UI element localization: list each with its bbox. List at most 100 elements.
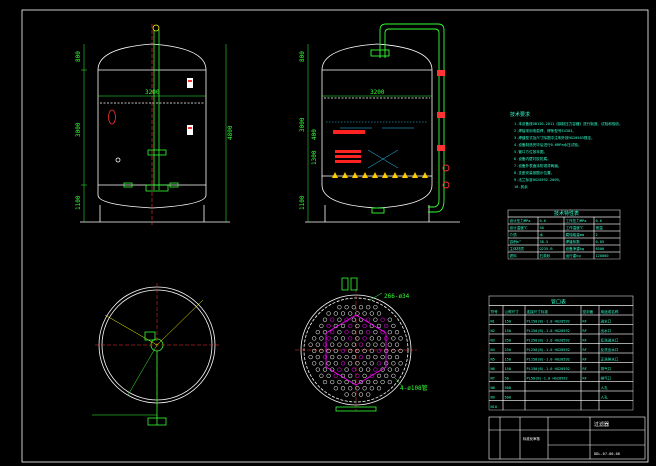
plate-hole <box>330 342 335 347</box>
plate-hole <box>340 361 346 366</box>
plate-hole <box>351 367 356 372</box>
plate-hole <box>376 336 382 341</box>
design-table-cell-text: 运行重kg <box>566 253 581 258</box>
plate-hole-label: 266-ø34 <box>384 293 410 300</box>
side-media-3 <box>335 160 361 163</box>
plate-view <box>295 277 417 412</box>
front-upper-flange <box>147 149 167 156</box>
front-view <box>80 43 230 223</box>
plate-hole <box>326 311 331 316</box>
plate-hex <box>325 314 387 386</box>
plate-hole <box>330 317 335 322</box>
plate-hole <box>366 317 371 322</box>
plate-hole <box>337 305 342 310</box>
design-table-cell-text: 常温 <box>596 225 604 230</box>
plate-hole <box>344 305 349 310</box>
side-bottom-strainer <box>342 172 348 178</box>
nozzle-table-cell-text: 排气口 <box>601 366 612 371</box>
plate-hole <box>348 348 353 354</box>
side-bottom-strainer <box>422 172 428 178</box>
plate-hole <box>362 361 367 366</box>
design-table-cell-text: 介质 <box>510 232 518 237</box>
plate-hole <box>376 311 382 316</box>
nozzle-table-cell-text: 250 <box>505 339 512 343</box>
design-table-cell-text: 焊缝系数 <box>566 239 581 244</box>
design-table-cell-text: 容积m³ <box>510 239 522 244</box>
plate-hole <box>351 392 356 397</box>
plate-hole <box>362 336 367 341</box>
plate-hole <box>369 311 374 316</box>
nozzle-table-cell-text: PL150(B)-1.0 HG20592 <box>527 320 570 324</box>
design-table-cell-text: 滤料 <box>510 253 518 258</box>
side-top-valve <box>370 49 390 57</box>
plate-hole <box>355 323 360 329</box>
side-dim-upper: 400 <box>311 129 318 140</box>
plate-hole <box>340 348 346 354</box>
plate-hole <box>391 323 396 329</box>
plate-hole <box>362 311 367 316</box>
tech-note-line: 5.管口方位按本图。 <box>514 150 548 154</box>
nozzle-table-cell-text: N6 <box>491 367 495 371</box>
plate-hole <box>330 354 335 360</box>
nozzle-table-cell-text: 人孔 <box>601 385 609 390</box>
plate-hole <box>394 330 400 335</box>
design-table-cell <box>593 230 621 239</box>
plate-hole <box>369 386 374 391</box>
plate-hole <box>362 386 367 391</box>
plate-hole <box>337 342 342 347</box>
tech-note-line: 4.设备制造完毕后进行0.6MPa水压试验。 <box>514 143 582 147</box>
plate-hole <box>394 367 400 372</box>
front-dim-middle: 3000 <box>75 122 82 137</box>
plate-hole <box>337 317 342 322</box>
plate-hole <box>369 361 374 366</box>
plate-hole <box>337 367 342 372</box>
plate-hole <box>376 323 382 329</box>
nozzle-table-cell-text: 正洗排水口 <box>601 357 619 362</box>
plate-hole <box>319 373 324 378</box>
side-shell <box>321 43 433 209</box>
plate-hole <box>358 305 364 310</box>
plate-hole <box>348 311 353 316</box>
plate-hole <box>373 379 378 385</box>
plate-hole <box>387 367 392 372</box>
plate-hole <box>358 392 364 397</box>
plate-hole <box>312 348 317 354</box>
plate-hole <box>373 317 378 322</box>
front-dims <box>81 44 227 222</box>
plan-bottom-flange <box>147 417 167 426</box>
plan-ray-3 <box>127 344 158 396</box>
side-bottom-flange <box>371 207 385 214</box>
plate-hole <box>322 342 328 347</box>
nozzle-table-cell-text: 排气口 <box>601 376 612 381</box>
plate-hole <box>391 361 396 366</box>
tech-note-line: 9.法兰标准HG20592-2009。 <box>514 178 563 182</box>
plate-hole <box>373 305 378 310</box>
title-block-frame <box>488 416 646 460</box>
tech-note-line: 2.焊接采用电弧焊，焊条型号E4303。 <box>514 129 576 133</box>
plate-hole <box>319 336 324 341</box>
plate-hole <box>366 354 371 360</box>
plate-hole <box>355 373 360 378</box>
design-table-cell-text: Q235-B <box>540 247 553 251</box>
design-table-cell-text: 设计温度℃ <box>510 225 528 230</box>
plate-hole <box>322 367 328 372</box>
design-table-cell-text: 腐蚀裕量mm <box>566 232 585 237</box>
plate-hole <box>351 342 356 347</box>
nozzle-table-cell-text: 用途或名称 <box>601 309 619 314</box>
nozzle-table-cell-text: N2 <box>491 329 495 333</box>
plate-hole <box>387 379 392 385</box>
side-nozzle-n4 <box>442 181 450 189</box>
plate-hole <box>348 361 353 366</box>
plate-hole <box>373 330 378 335</box>
front-sightglass <box>115 157 121 163</box>
design-table-cell-text: 设备净重kg <box>566 246 585 251</box>
plate-hole <box>340 386 346 391</box>
design-table-cell-text: 工作温度℃ <box>566 225 584 230</box>
nozzle-table-cell-text: RF <box>583 367 587 371</box>
plate-hole <box>366 392 371 397</box>
nozzle-table-cell-text: 公称尺寸 <box>505 309 520 314</box>
